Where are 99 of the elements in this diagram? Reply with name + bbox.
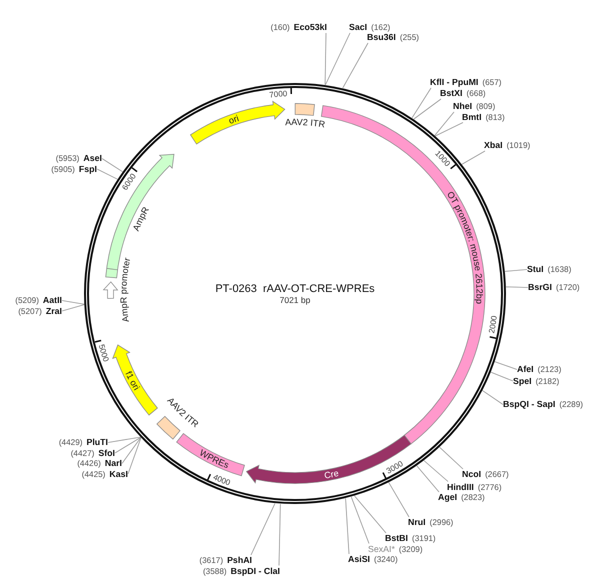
leader-line [114,437,142,454]
enzyme-name: BspQI - SapI [503,399,556,409]
leader-line [388,482,410,518]
enzyme-name: Bsu36I [367,32,396,42]
site-position: (4429) [58,438,82,448]
leader-line [324,32,326,86]
enzyme-name: FspI [78,164,97,174]
enzyme-name: BspDI - ClaI [230,566,280,576]
leader-line [350,496,370,544]
leader-line [494,361,518,370]
site-position: (1638) [548,265,572,275]
leader-line [434,122,464,136]
site-position: (4427) [70,448,94,458]
enzyme-name: BstXI [440,88,462,98]
enzyme-name: NcoI [462,469,482,479]
feature-label: ori [227,113,240,126]
site-position: (255) [400,33,419,43]
enzyme-name: AfeI [517,364,534,374]
site-position: (2289) [559,400,583,410]
plasmid-name: PT-0263 rAAV-OT-CRE-WPREs [214,282,376,296]
leader-line [354,496,386,534]
leader-line [62,304,85,312]
leader-line [108,436,141,443]
enzyme-name: KflI - PpuMI [430,77,478,87]
enzyme-name: AseI [83,153,102,163]
site-position: (809) [476,102,496,112]
enzyme-name: BsrGI [528,282,552,292]
leader-line [439,446,464,470]
feature-label: Cre [324,468,340,481]
enzyme-name: KasI [109,468,128,478]
site-position: (2823) [461,493,485,503]
enzyme-name: Eco53kI [294,22,327,32]
site-position: (657) [482,78,502,88]
enzyme-name: StuI [527,264,544,274]
leader-line [416,465,440,492]
site-position: (1019) [506,141,530,151]
enzyme-name: AatII [42,295,62,305]
leader-line [434,112,454,136]
enzyme-name: AsiSI [348,554,370,564]
leader-line [278,504,281,566]
leader-line [482,390,504,405]
feature-label: f1 ori [123,370,142,392]
enzyme-name: SacI [349,22,368,32]
enzyme-name: AgeI [438,492,458,502]
site-position: (4426) [77,459,101,469]
site-position: (3209) [398,544,423,554]
site-position: (3191) [412,534,436,544]
site-position: (160) [270,23,290,33]
site-position: (162) [371,23,390,33]
leader-line [325,32,350,86]
enzyme-name: SfoI [98,448,115,458]
leader-line [122,437,142,464]
site-position: (3588) [202,566,227,576]
tick-label: 3000 [384,459,405,476]
enzyme-name: ZraI [46,306,62,316]
leader-line [490,372,514,382]
enzyme-name: NruI [408,517,426,527]
tick-label: 4000 [212,472,232,488]
site-position: (5953) [56,154,80,164]
site-position: (813) [486,112,505,122]
enzyme-name: SpeI [513,376,532,386]
leader-line [62,300,85,305]
leader-line [461,150,486,165]
site-position: (2123) [538,365,562,375]
enzyme-name: PshAI [227,555,252,565]
site-position: (1720) [556,283,580,293]
leader-line [345,498,350,554]
enzyme-name: NarI [104,458,122,468]
plasmid-length: 7021 bp [278,295,312,306]
leader-line [412,88,432,118]
site-position: (2182) [536,376,560,386]
leader-line [102,158,124,172]
enzyme-name: HindIII [447,482,474,492]
site-position: (668) [466,89,486,99]
site-position: (5905) [51,164,75,174]
leader-line [250,503,276,556]
site-position: (3617) [199,556,224,566]
leader-line [504,269,528,272]
leader-line [342,42,368,88]
enzyme-name: SexAI* [368,544,395,554]
site-position: (3240) [374,555,398,565]
leader-line [505,286,528,288]
enzyme-name: XbaI [484,140,503,150]
enzyme-name: NheI [453,101,472,111]
enzyme-name: PluTI [86,437,108,447]
feature-label: AAV2 ITR [284,116,326,130]
site-position: (4425) [82,470,106,480]
tick-label: 7000 [268,89,288,100]
leader-line [413,98,442,120]
site-position: (2776) [478,482,502,492]
site-position: (5209) [15,296,39,306]
enzyme-name: BstBI [385,533,408,543]
leader-line [96,168,118,180]
enzyme-name: BmtI [462,112,482,122]
leader-line [128,437,142,474]
site-position: (2667) [485,470,509,480]
site-position: (2996) [430,518,454,528]
site-position: (5207) [18,306,42,316]
leader-line [424,460,448,482]
